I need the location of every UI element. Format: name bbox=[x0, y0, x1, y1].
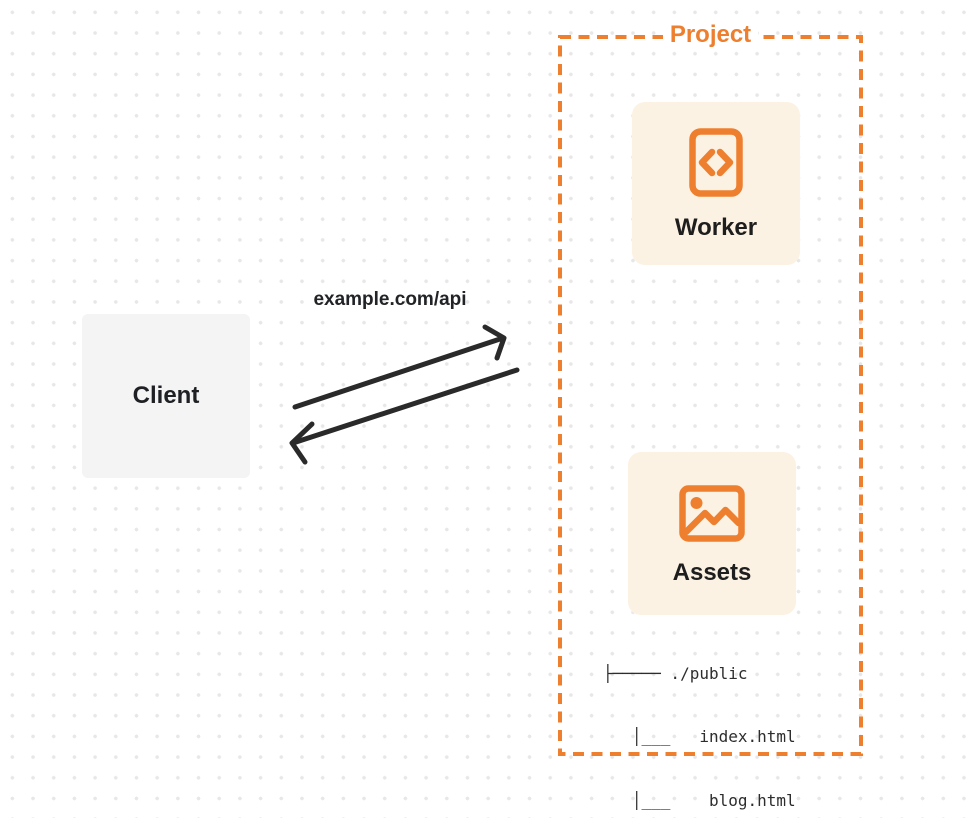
assets-node: Assets bbox=[628, 452, 796, 615]
file-tree-line-index: │___ index.html bbox=[603, 727, 796, 747]
client-node: Client bbox=[82, 314, 250, 478]
worker-label: Worker bbox=[674, 214, 758, 241]
project-title: Project bbox=[662, 20, 759, 50]
assets-file-tree: ├───── ./public │___ index.html │___ blo… bbox=[603, 620, 796, 818]
request-url-label: example.com/api bbox=[313, 289, 467, 310]
assets-label: Assets bbox=[672, 559, 752, 586]
file-tree-line-blog: │___ blog.html bbox=[603, 791, 796, 811]
project-group: Project bbox=[559, 20, 862, 50]
file-tree-line-public: ├───── ./public bbox=[603, 663, 748, 683]
request-arrow bbox=[292, 324, 507, 410]
image-icon bbox=[679, 485, 745, 542]
response-arrow bbox=[289, 367, 520, 465]
code-icon bbox=[689, 128, 743, 197]
worker-node: Worker bbox=[632, 102, 800, 265]
client-label: Client bbox=[132, 382, 200, 409]
